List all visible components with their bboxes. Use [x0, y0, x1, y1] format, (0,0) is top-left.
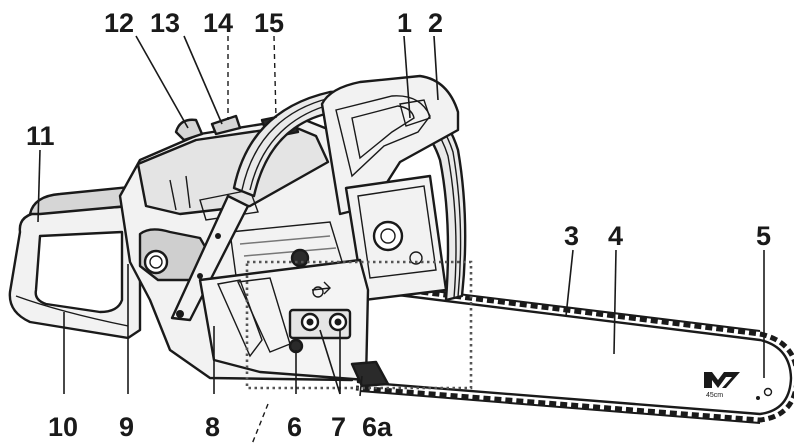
callout-2: 2 [428, 8, 443, 38]
callout-8: 8 [205, 412, 220, 442]
callout-4: 4 [608, 221, 623, 251]
detail-frame [245, 260, 473, 390]
callout-6a: 6a [362, 412, 393, 442]
callout-1: 1 [397, 8, 412, 38]
sprocket-cover [198, 258, 390, 388]
callout-14: 14 [203, 8, 233, 38]
brand-logo-icon [704, 372, 740, 388]
hand-guard [320, 74, 460, 216]
clutch-drum [372, 220, 404, 252]
callout-13: 13 [150, 8, 180, 38]
callout-6: 6 [287, 412, 302, 442]
callout-15: 15 [254, 8, 284, 38]
callout-3: 3 [564, 221, 579, 251]
callout-11: 11 [26, 121, 55, 151]
rotation-arrow-icon [311, 281, 331, 295]
bar-length-marking: 45cm [706, 392, 723, 399]
choke-knob [174, 118, 204, 142]
callout-9: 9 [119, 412, 134, 442]
fuel-cap [143, 249, 169, 275]
cylinder-cover [136, 124, 330, 216]
leader-lines [37, 35, 765, 444]
bar-nose-sprocket-rivet [763, 387, 773, 397]
callout-10: 10 [48, 412, 78, 442]
handle-bar-brace [170, 194, 250, 322]
callout-12: 12 [104, 8, 134, 38]
bar-rivet [756, 396, 760, 400]
guide-bar: 45cm [356, 288, 793, 416]
rear-handle [8, 203, 162, 340]
callout-5: 5 [756, 221, 771, 251]
oil-adjust-icon [312, 286, 324, 298]
callout-7: 7 [331, 412, 346, 442]
